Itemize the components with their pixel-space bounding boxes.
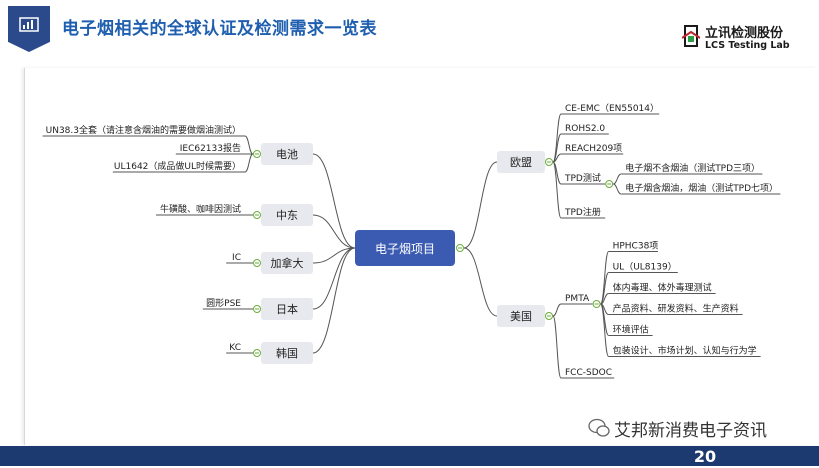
sub-leaf-connector (600, 272, 610, 305)
right-branch-connector (463, 247, 498, 317)
sub-leaf-label: 产品资料、研发资料、生产资料 (613, 303, 739, 315)
mindmap-diagram: 电子烟项目 电池 UN38.3全套（请注意含烟油的需要做烟油测试） IEC62133报… (42, 103, 781, 379)
wechat-icon (588, 418, 610, 437)
leaf-label: TPD注册 (564, 206, 601, 218)
sub-leaf-label: 电子烟不含烟油（测试TPD三项） (625, 162, 760, 174)
sub-leaf-label: UL（UL8139） (613, 262, 677, 273)
watermark-label: 艾邦新消费电子资讯 (614, 421, 767, 441)
center-node (355, 230, 455, 266)
page-title: 电子烟相关的全球认证及检测需求一览表 (62, 19, 377, 39)
sub-leaf-connector (613, 173, 622, 185)
sub-leaf-label: 体内毒理、体外毒理测试 (613, 282, 712, 294)
leaf-label: KC (229, 343, 241, 353)
sub-leaf-label: 环境评估 (613, 324, 649, 336)
leaf-connector (552, 153, 562, 163)
sub-leaf-label: HPHC38项 (613, 241, 659, 252)
company-logo-cn: 立讯检测股份 (705, 26, 784, 41)
watermark-text: 艾邦新消费电子资讯 (588, 416, 767, 441)
right-branch-connector (463, 161, 498, 249)
sub-leaf-label: 包装设计、市场计划、认知与行为学 (613, 345, 757, 357)
leaf-label: IEC62133报告 (180, 142, 241, 154)
slide-header: 电子烟相关的全球认证及检测需求一览表 立讯检测股份 LCS Testing La… (0, 0, 819, 60)
leaf-label: UL1642（成品做UL时候需要） (114, 160, 241, 172)
left-branch-node (261, 298, 313, 320)
leaf-label: 牛磺酸、咖啡因测试 (160, 203, 241, 215)
leaf-connector (244, 135, 254, 155)
leaf-connector (552, 303, 562, 317)
left-branch-label: 中东 (276, 209, 298, 222)
sub-leaf-connector (600, 303, 610, 357)
left-branch-label: 电池 (276, 148, 298, 161)
right-branch-node (497, 305, 545, 327)
sub-leaf-connector (600, 251, 610, 305)
header-badge-icon (8, 6, 50, 52)
leaf-connector (552, 133, 562, 163)
left-branch-label: 加拿大 (271, 256, 304, 270)
left-branch-node (261, 143, 313, 165)
left-branch-connector (312, 247, 356, 354)
left-branch-label: 日本 (276, 302, 298, 316)
left-branch-connector (312, 153, 356, 249)
page-number: 20 (693, 447, 717, 466)
sub-leaf-connector (613, 183, 622, 195)
left-branch-node (261, 342, 313, 364)
right-branch-node (497, 151, 545, 173)
leaf-connector (552, 161, 562, 219)
leaf-label: ROHS2.0 (565, 124, 605, 134)
footer-bar (0, 446, 819, 466)
sub-leaf-connector (600, 293, 609, 305)
leaf-label: TPD测试 (564, 172, 601, 184)
leaf-connector (552, 315, 562, 379)
lcs-logo-icon (682, 25, 700, 47)
mindmap-panel: 电子烟项目 电池 UN38.3全套（请注意含烟油的需要做烟油测试） IEC62133报… (24, 68, 817, 445)
left-branch-connector (312, 247, 356, 310)
left-branch-node (261, 252, 313, 274)
right-branch-label: 欧盟 (510, 156, 532, 169)
sub-leaf-label: 电子烟含烟油，烟油（测试TPD七项） (625, 182, 778, 194)
leaf-label: PMTA (565, 294, 590, 304)
center-node-label: 电子烟项目 (375, 242, 435, 256)
leaf-label: REACH209项 (565, 143, 622, 154)
leaf-label: IC (232, 253, 241, 263)
left-branch-label: 韩国 (276, 346, 298, 360)
leaf-label: 圆形PSE (206, 297, 241, 309)
right-branch-label: 美国 (510, 310, 532, 323)
left-branch-connector (312, 214, 356, 249)
left-branch-node (261, 204, 313, 226)
left-branch-connector (312, 247, 356, 264)
leaf-label: CE-EMC（EN55014） (565, 103, 659, 114)
leaf-connector (244, 153, 254, 173)
leaf-label: FCC-SDOC (565, 368, 612, 378)
company-logo-en: LCS Testing Lab (705, 40, 790, 51)
leaf-label: UN38.3全套（请注意含烟油的需要做烟油测试） (46, 124, 241, 136)
